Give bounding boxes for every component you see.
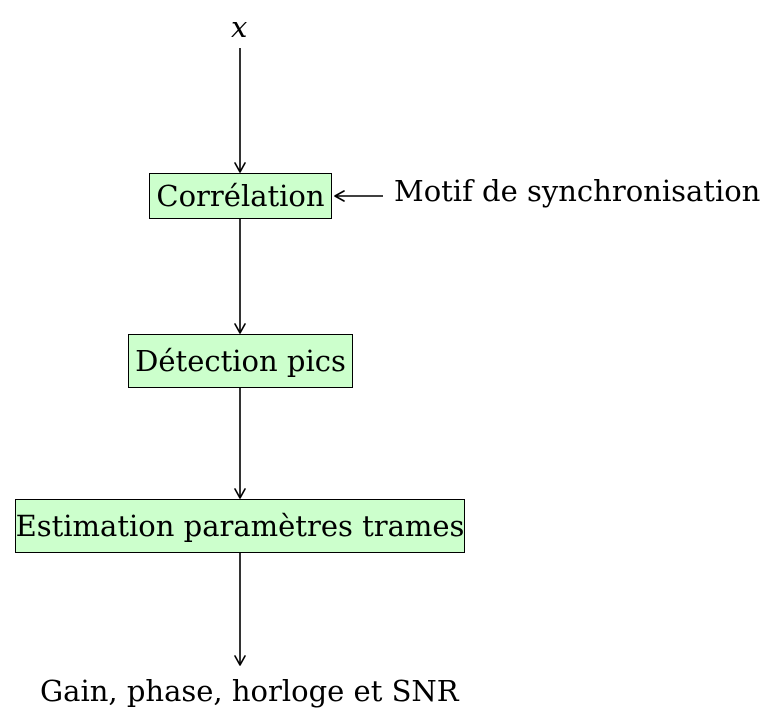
peak-detection-block: Détection pics [128, 334, 353, 388]
frame-parameter-estimation-block: Estimation paramètres trames [15, 499, 465, 553]
correlation-block: Corrélation [149, 173, 332, 219]
output-label: Gain, phase, horloge et SNR [40, 674, 459, 708]
sync-pattern-label: Motif de synchronisation [394, 174, 761, 208]
input-signal-label: x [231, 10, 248, 44]
